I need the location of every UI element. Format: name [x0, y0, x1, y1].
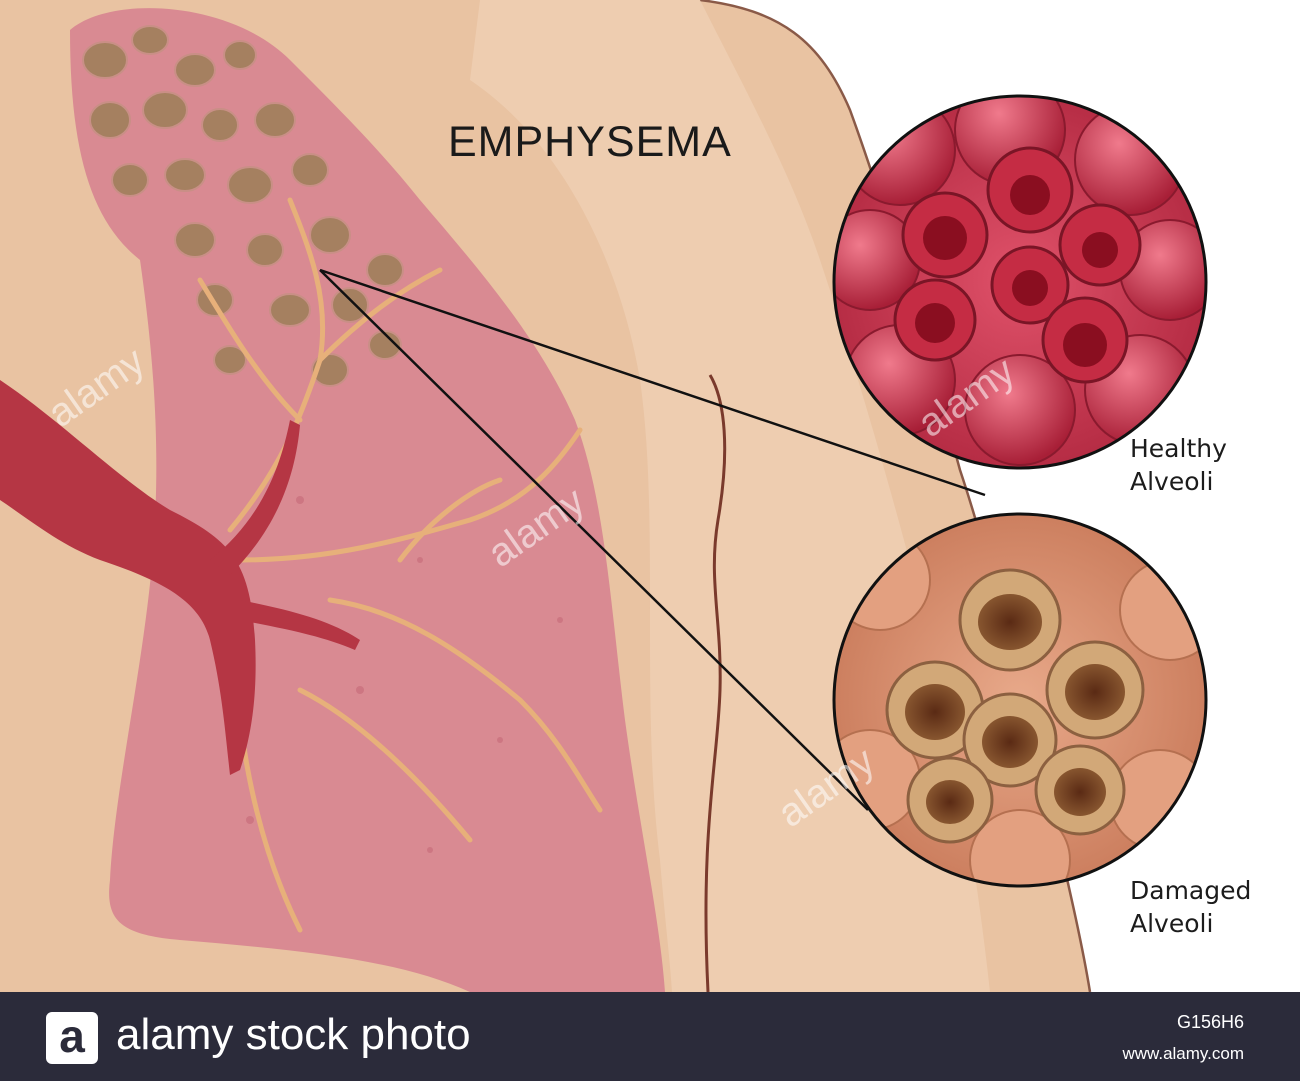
sternum-line — [704, 374, 727, 992]
alamy-logo-icon: a — [46, 1012, 98, 1064]
leader-line-bottom — [319, 269, 869, 811]
leader-line-top — [319, 268, 986, 497]
illustration-title: EMPHYSEMA — [448, 118, 732, 166]
image-code: G156H6 — [1176, 1012, 1244, 1032]
healthy-alveoli-circle — [834, 96, 1206, 468]
emphysema-illustration — [0, 0, 1300, 992]
damaged-alveoli-label: Damaged Alveoli — [1130, 876, 1252, 938]
trachea — [0, 380, 256, 775]
lung-texture — [207, 496, 563, 853]
lung-shape — [70, 8, 665, 992]
damaged-lung-area — [82, 25, 404, 387]
bronchus-branch — [210, 420, 300, 575]
healthy-alveoli-label: Healthy Alveoli — [1130, 434, 1227, 496]
site-url[interactable]: www.alamy.com — [1122, 1044, 1244, 1063]
brand-text: alamy stock photo — [116, 1010, 471, 1059]
footer-bar — [0, 992, 1300, 1081]
